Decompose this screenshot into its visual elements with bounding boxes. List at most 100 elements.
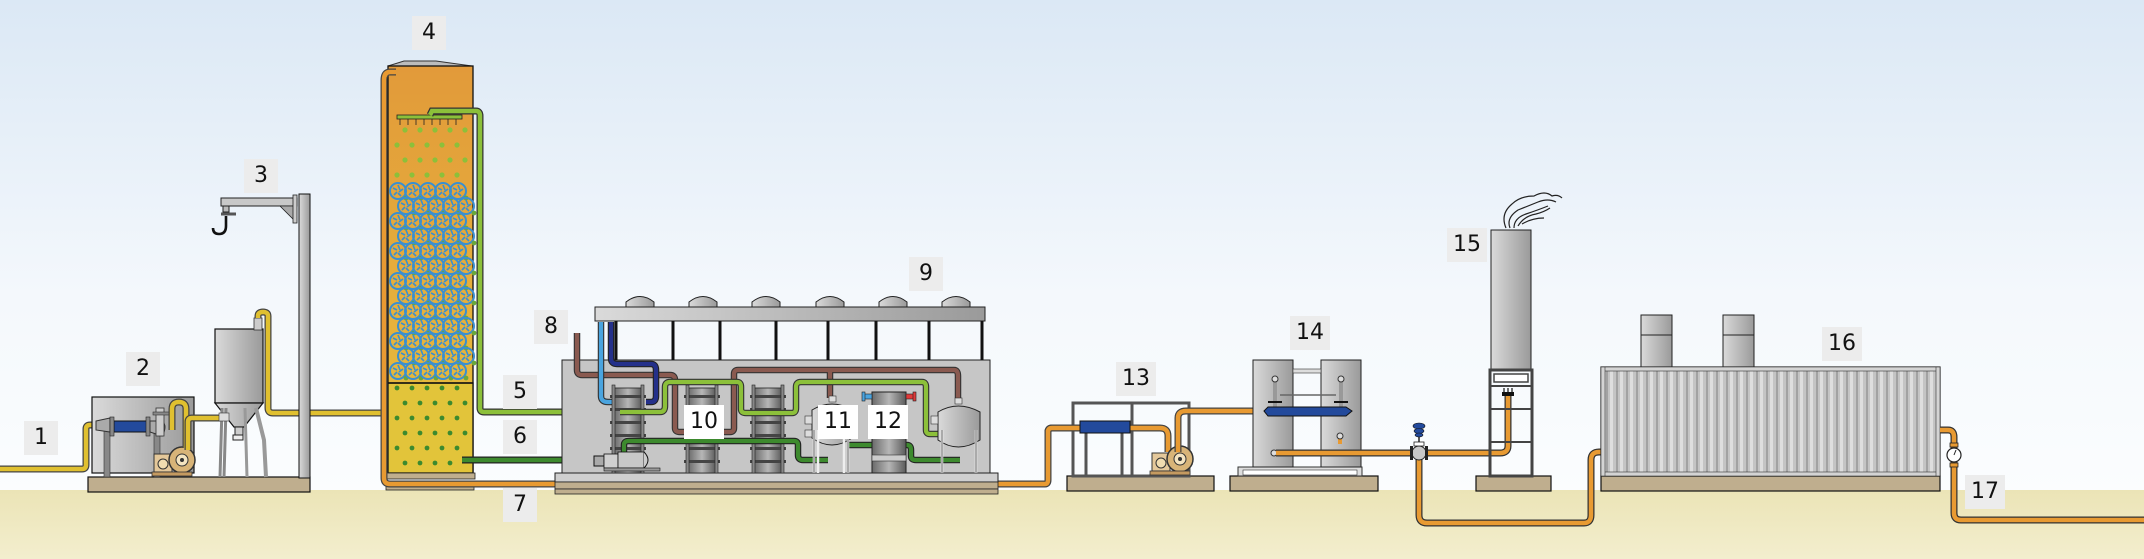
- media-dot: [471, 210, 477, 216]
- media-dot: [424, 142, 430, 148]
- liquid-dot: [394, 415, 400, 421]
- carbon-filters-14: [1229, 359, 1379, 492]
- media-dot: [471, 270, 477, 276]
- liquid-dot: [432, 430, 438, 436]
- media-dot: [409, 142, 415, 148]
- media-dot: [439, 142, 445, 148]
- plate-pack: [753, 387, 783, 474]
- media-dot: [402, 157, 408, 163]
- frame-rod: [751, 384, 756, 474]
- media-dot: [402, 127, 408, 133]
- liquid-dot: [409, 415, 415, 421]
- dry-cooler-9: [594, 296, 986, 360]
- liquid-dot: [394, 445, 400, 451]
- plate-bar: [750, 421, 786, 424]
- liquid-dot: [417, 460, 423, 466]
- fan-dome: [815, 296, 845, 308]
- label-10: 10: [684, 405, 724, 439]
- frame-rod: [780, 384, 785, 474]
- plate-bar: [610, 395, 646, 398]
- liquid-dot: [439, 415, 445, 421]
- flare-stack-15: [1475, 192, 1563, 492]
- liquid-dot: [409, 385, 415, 391]
- media-dot: [471, 330, 477, 336]
- scrubber-tower: [384, 60, 477, 491]
- media-dot: [454, 142, 460, 148]
- plate-bar: [750, 395, 786, 398]
- plate-bar: [750, 460, 786, 463]
- label-13: 13: [1116, 362, 1156, 396]
- liquid-dot: [462, 430, 468, 436]
- liquid-dot: [417, 400, 423, 406]
- label-1: 1: [24, 421, 58, 455]
- liquid-dot: [462, 400, 468, 406]
- fan-dome: [625, 296, 655, 308]
- liquid-dot: [439, 445, 445, 451]
- liquid-dot: [447, 400, 453, 406]
- label-4: 4: [412, 16, 446, 50]
- label-15: 15: [1447, 228, 1487, 262]
- media-dot: [417, 157, 423, 163]
- plate-bar: [684, 460, 720, 463]
- media-dot: [432, 157, 438, 163]
- flame-icon: [1503, 192, 1563, 229]
- media-dot: [471, 300, 477, 306]
- media-dot: [463, 375, 469, 381]
- label-16: 16: [1822, 327, 1862, 361]
- liquid-dot: [424, 415, 430, 421]
- product-vessel: [930, 397, 981, 473]
- label-12: 12: [868, 405, 908, 439]
- liquid-dot: [447, 430, 453, 436]
- liquid-dot: [424, 445, 430, 451]
- label-5: 5: [503, 375, 537, 409]
- label-6: 6: [503, 420, 537, 454]
- liquid-dot: [409, 445, 415, 451]
- label-8: 8: [534, 310, 568, 344]
- plate-bar: [750, 408, 786, 411]
- plate-bar: [610, 421, 646, 424]
- heat-exchanger-skid: [87, 396, 311, 493]
- fan-dome: [751, 296, 781, 308]
- label-7: 7: [503, 488, 537, 522]
- plate-bar: [750, 447, 786, 450]
- control-valve: [1410, 422, 1428, 461]
- liquid-dot: [424, 385, 430, 391]
- label-14: 14: [1290, 316, 1330, 350]
- liquid-dot: [432, 400, 438, 406]
- label-3: 3: [244, 159, 278, 193]
- liquid-dot: [402, 400, 408, 406]
- liquid-dot: [402, 460, 408, 466]
- label-11: 11: [818, 405, 858, 439]
- media-dot: [439, 172, 445, 178]
- fan-dome: [688, 296, 718, 308]
- media-dot: [409, 172, 415, 178]
- media-dot: [394, 172, 400, 178]
- media-dot: [462, 157, 468, 163]
- ground: [0, 490, 2144, 559]
- heat-exchanger-tube: [113, 420, 149, 433]
- chp-container-16: [1600, 314, 1941, 492]
- plate-bar: [750, 434, 786, 437]
- liquid-dot: [454, 445, 460, 451]
- plate-bar: [610, 434, 646, 437]
- liquid-pump: [593, 451, 661, 472]
- label-17: 17: [1965, 475, 2005, 509]
- label-9: 9: [909, 257, 943, 291]
- liquid-dot: [402, 430, 408, 436]
- liquid-dot: [454, 385, 460, 391]
- media-dot: [471, 240, 477, 246]
- liquid-dot: [447, 460, 453, 466]
- liquid-dot: [394, 385, 400, 391]
- media-dot: [447, 127, 453, 133]
- media-dot: [424, 172, 430, 178]
- media-dot: [462, 127, 468, 133]
- blower-skid-13: [1044, 401, 1268, 492]
- liquid-dot: [454, 415, 460, 421]
- liquid-dot: [439, 385, 445, 391]
- media-dot: [394, 142, 400, 148]
- plate-bar: [684, 447, 720, 450]
- hook-icon: [211, 216, 228, 236]
- jib-crane: [211, 193, 311, 479]
